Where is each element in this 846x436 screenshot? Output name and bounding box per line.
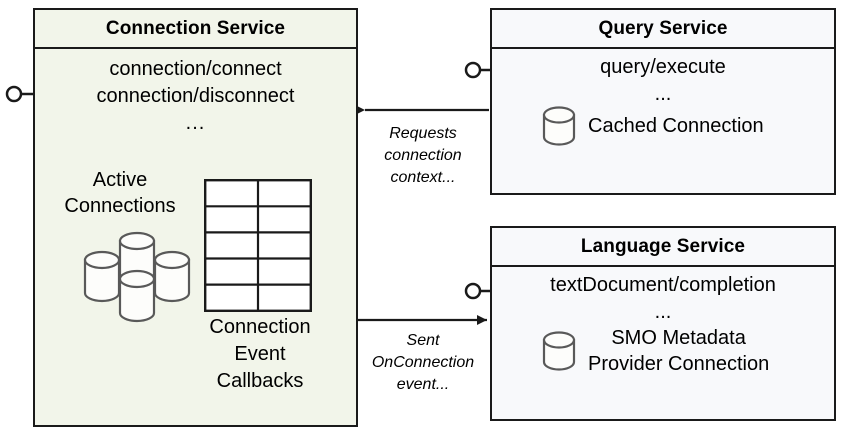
active-connections-line-2: Connections [64, 195, 176, 217]
edge-label-line-1: Sent [406, 332, 440, 349]
connection-service-body: connection/connect connection/disconnect… [35, 49, 356, 425]
edge-label-line-1: Requests [389, 125, 457, 142]
edge-label-line-3: context... [390, 169, 456, 186]
connection-event-callbacks-table [204, 179, 312, 312]
edge-label-sent-onconnection-event: Sent OnConnection event... [360, 330, 486, 396]
connection-service-title: Connection Service [35, 10, 356, 49]
language-service-body: textDocument/completion ... SMO Metadata… [492, 267, 834, 419]
smo-metadata-provider-label: SMO Metadata Provider Connection [588, 325, 769, 377]
edge-label-line-2: OnConnection [371, 354, 475, 371]
cached-connection-label: Cached Connection [588, 115, 764, 137]
query-service-title: Query Service [492, 10, 834, 49]
active-connections-label: Active Connections [45, 167, 195, 219]
callbacks-label-line-1: Connection [209, 316, 311, 338]
callbacks-label-line-3: Callbacks [216, 370, 304, 392]
database-cylinder-icon [542, 331, 576, 371]
operation-item: textDocument/completion [550, 274, 776, 296]
store-label-line-2: Provider Connection [588, 353, 770, 375]
database-cylinder-icon [83, 250, 121, 303]
database-cylinder-icon [153, 250, 191, 303]
active-connections-line-1: Active [92, 169, 148, 191]
operation-item: query/execute [600, 56, 726, 78]
operation-ellipsis: ... [654, 83, 672, 105]
store-label-line-1: SMO Metadata [611, 327, 746, 349]
database-cluster-icon [83, 231, 191, 323]
smo-metadata-provider-store: SMO Metadata Provider Connection [542, 325, 769, 377]
operation-item: connection/disconnect [96, 85, 295, 107]
database-cylinder-icon [118, 269, 156, 323]
operation-ellipsis: ... [185, 112, 206, 134]
query-service-body: query/execute ... Cached Connection [492, 49, 834, 193]
cached-connection-store: Cached Connection [542, 105, 764, 147]
language-service-operations: textDocument/completion ... [492, 272, 834, 326]
component-query-service[interactable]: Query Service query/execute ... Cached C… [490, 8, 836, 195]
operation-item: connection/connect [109, 58, 282, 80]
edge-label-line-3: event... [396, 376, 450, 393]
language-service-title: Language Service [492, 228, 834, 267]
component-language-service[interactable]: Language Service textDocument/completion… [490, 226, 836, 421]
component-connection-service[interactable]: Connection Service connection/connect co… [33, 8, 358, 427]
database-cylinder-icon [542, 106, 576, 146]
edge-label-line-2: connection [384, 147, 462, 164]
connection-service-operations: connection/connect connection/disconnect… [35, 56, 356, 137]
edge-label-requests-connection-context: Requests connection context... [362, 123, 484, 189]
operation-ellipsis: ... [654, 301, 672, 323]
connection-event-callbacks-label: Connection Event Callbacks [185, 314, 335, 395]
query-service-operations: query/execute ... [492, 54, 834, 108]
callbacks-label-line-2: Event [234, 343, 286, 365]
